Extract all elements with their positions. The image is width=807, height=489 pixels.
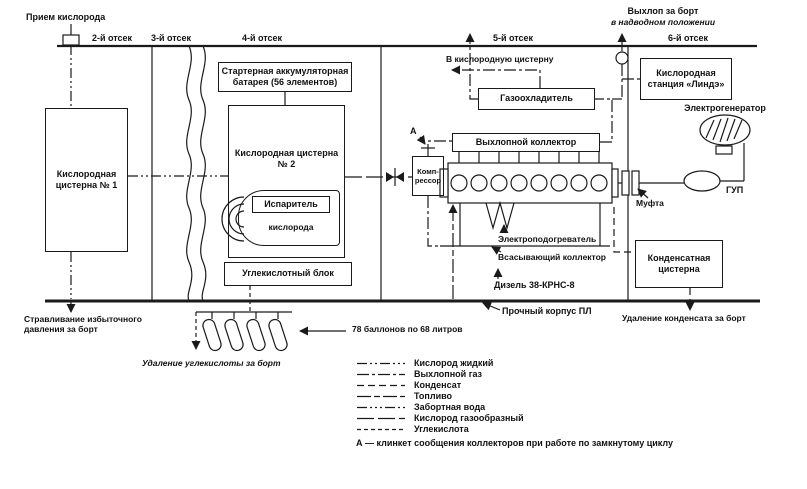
exhaust-overboard-label: Выхлоп за борт [627,6,699,16]
heater-zigzag-icon [485,200,515,231]
legend-item-liquid-oxygen: Кислород жидкий [356,358,524,369]
exhaust-overboard-sublabel: в надводном положении [610,17,716,27]
oxygen-tank-1-box: Кислородная цистерна № 1 [45,108,128,252]
coupling-icon [618,170,684,199]
legend-item-co2: Углекислота [356,424,524,435]
co2-block-box: Углекислотный блок [224,262,352,286]
pipe-lines [128,33,695,350]
legend-line-sample [357,406,405,409]
oxygen-tank-2-box: Кислородная цистерна № 2 [228,105,345,258]
compressor-label-line2: рессор [414,176,442,185]
pressure-release-label: Стравливание избыточного давления за бор… [24,314,142,335]
legend-item-label: Кислород газообразный [414,413,524,423]
gas-cooler-box: Газоохладитель [478,88,595,110]
compartment-label-5: 5-й отсек [492,33,534,43]
legend: Кислород жидкий Выхлопной газ Конденсат … [356,358,524,435]
linde-station-box: Кислородная станция «Линдэ» [640,58,732,100]
pressure-hull-label: Прочный корпус ПЛ [502,306,592,316]
gup-icon [683,143,745,192]
legend-line-sample [357,395,405,398]
exhaust-manifold-box: Выхлопной коллектор [452,133,600,152]
diesel-engine-icon [439,152,619,204]
compressor-box: Комп- рессор [412,156,444,196]
condensate-tank-box: Конденсатная цистерна [635,240,723,288]
legend-line-sample [357,384,405,387]
coupling-label: Муфта [636,198,664,208]
legend-note: А — клинкет сообщения коллекторов при ра… [356,438,673,448]
electric-generator-label: Электрогенератор [684,103,766,113]
evaporator-sublabel: кислорода [268,222,314,232]
hull-structure [45,44,760,303]
condensate-removal-label: Удаление конденсата за борт [622,313,746,323]
suction-manifold-label: Всасывающий коллектор [498,252,606,262]
diesel-engine-label: Дизель 38-КРНС-8 [494,280,575,290]
legend-item-label: Кислород жидкий [414,358,494,368]
oxygen-intake-label: Прием кислорода [26,12,106,22]
legend-item-gaseous-oxygen: Кислород газообразный [356,413,524,424]
to-oxygen-tank-label: В кислородную цистерну [446,54,554,64]
shutoff-valve-icon [386,168,404,186]
legend-line-sample [357,417,405,420]
evaporator-capsule [238,190,340,246]
arrow-annotations [416,134,509,311]
legend-item-fuel: Топливо [356,391,524,402]
legend-line-sample [357,362,405,365]
legend-line-sample [357,373,405,376]
compressor-label-line1: Комп- [417,166,439,176]
compartment-label-3: 3-й отсек [150,33,192,43]
legend-line-sample [357,428,405,431]
cylinders-count-label: 78 баллонов по 68 литров [352,324,463,334]
legend-item-label: Конденсат [414,380,462,390]
evaporator-label-box: Испаритель [252,196,330,213]
legend-item-condensate: Конденсат [356,380,524,391]
starter-battery-box: Стартерная аккумуляторная батарея (56 эл… [218,62,352,92]
legend-item-label: Забортная вода [414,402,486,412]
electric-heater-label: Электроподогреватель [498,234,597,244]
gup-label: ГУП [726,185,744,195]
legend-item-seawater: Забортная вода [356,402,524,413]
legend-item-label: Топливо [414,391,453,401]
co2-cylinders-icon [196,311,346,352]
co2-removal-label: Удаление углекислоты за борт [142,358,281,368]
compartment-label-6: 6-й отсек [667,33,709,43]
compartment-label-2: 2-й отсек [91,33,133,43]
valve-a-label: А [410,126,417,136]
legend-item-label: Углекислота [414,424,469,434]
compartment-label-4: 4-й отсек [241,33,283,43]
legend-item-exhaust-gas: Выхлопной газ [356,369,524,380]
legend-item-label: Выхлопной газ [414,369,483,379]
oxygen-intake-valve-icon [62,24,80,313]
generator-icon [699,114,751,155]
